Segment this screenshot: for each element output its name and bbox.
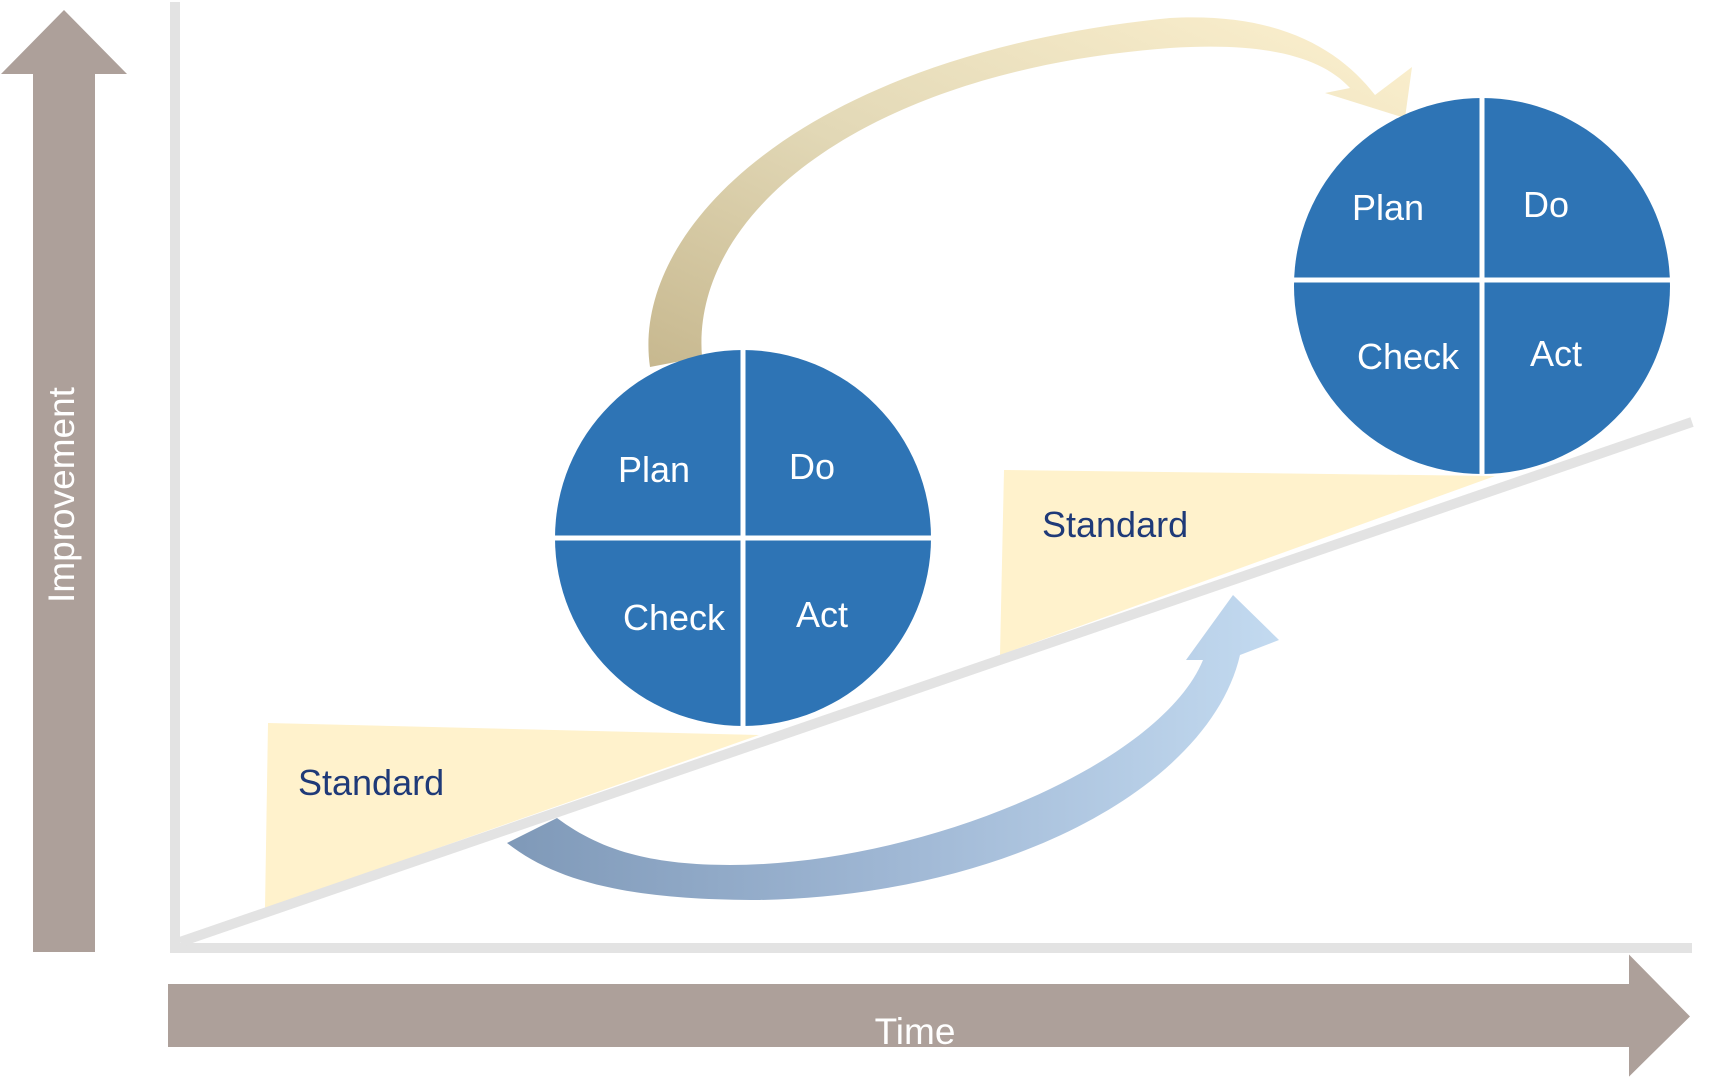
- pdca-check-label-2: Check: [1357, 336, 1460, 377]
- pdca-do-label-1: Do: [789, 446, 835, 487]
- bottom-curved-arrow: [507, 595, 1279, 900]
- improvement-axis-label: Improvement: [41, 386, 82, 603]
- standard-wedge-1: [265, 723, 759, 909]
- pdca-plan-label-1: Plan: [618, 449, 690, 490]
- standard-label-2: Standard: [1042, 504, 1188, 545]
- pdca-cycle-2: Plan Do Check Act: [1294, 98, 1670, 474]
- time-axis-label: Time: [875, 1011, 956, 1052]
- standard-label-1: Standard: [298, 762, 444, 803]
- pdca-act-label-2: Act: [1530, 333, 1582, 374]
- improvement-axis-arrow: Improvement: [1, 10, 127, 952]
- pdca-check-label-1: Check: [623, 597, 726, 638]
- improvement-baseline: [178, 417, 1694, 947]
- time-arrow-shape: [168, 954, 1690, 1077]
- pdca-act-label-1: Act: [796, 594, 848, 635]
- pdca-plan-label-2: Plan: [1352, 187, 1424, 228]
- time-axis-arrow: Time: [168, 954, 1690, 1077]
- pdca-cycle-1: Plan Do Check Act: [555, 350, 931, 726]
- improvement-arrow-shape: [1, 10, 127, 952]
- standard-wedge-2: [1000, 470, 1495, 655]
- pdca-do-label-2: Do: [1523, 184, 1569, 225]
